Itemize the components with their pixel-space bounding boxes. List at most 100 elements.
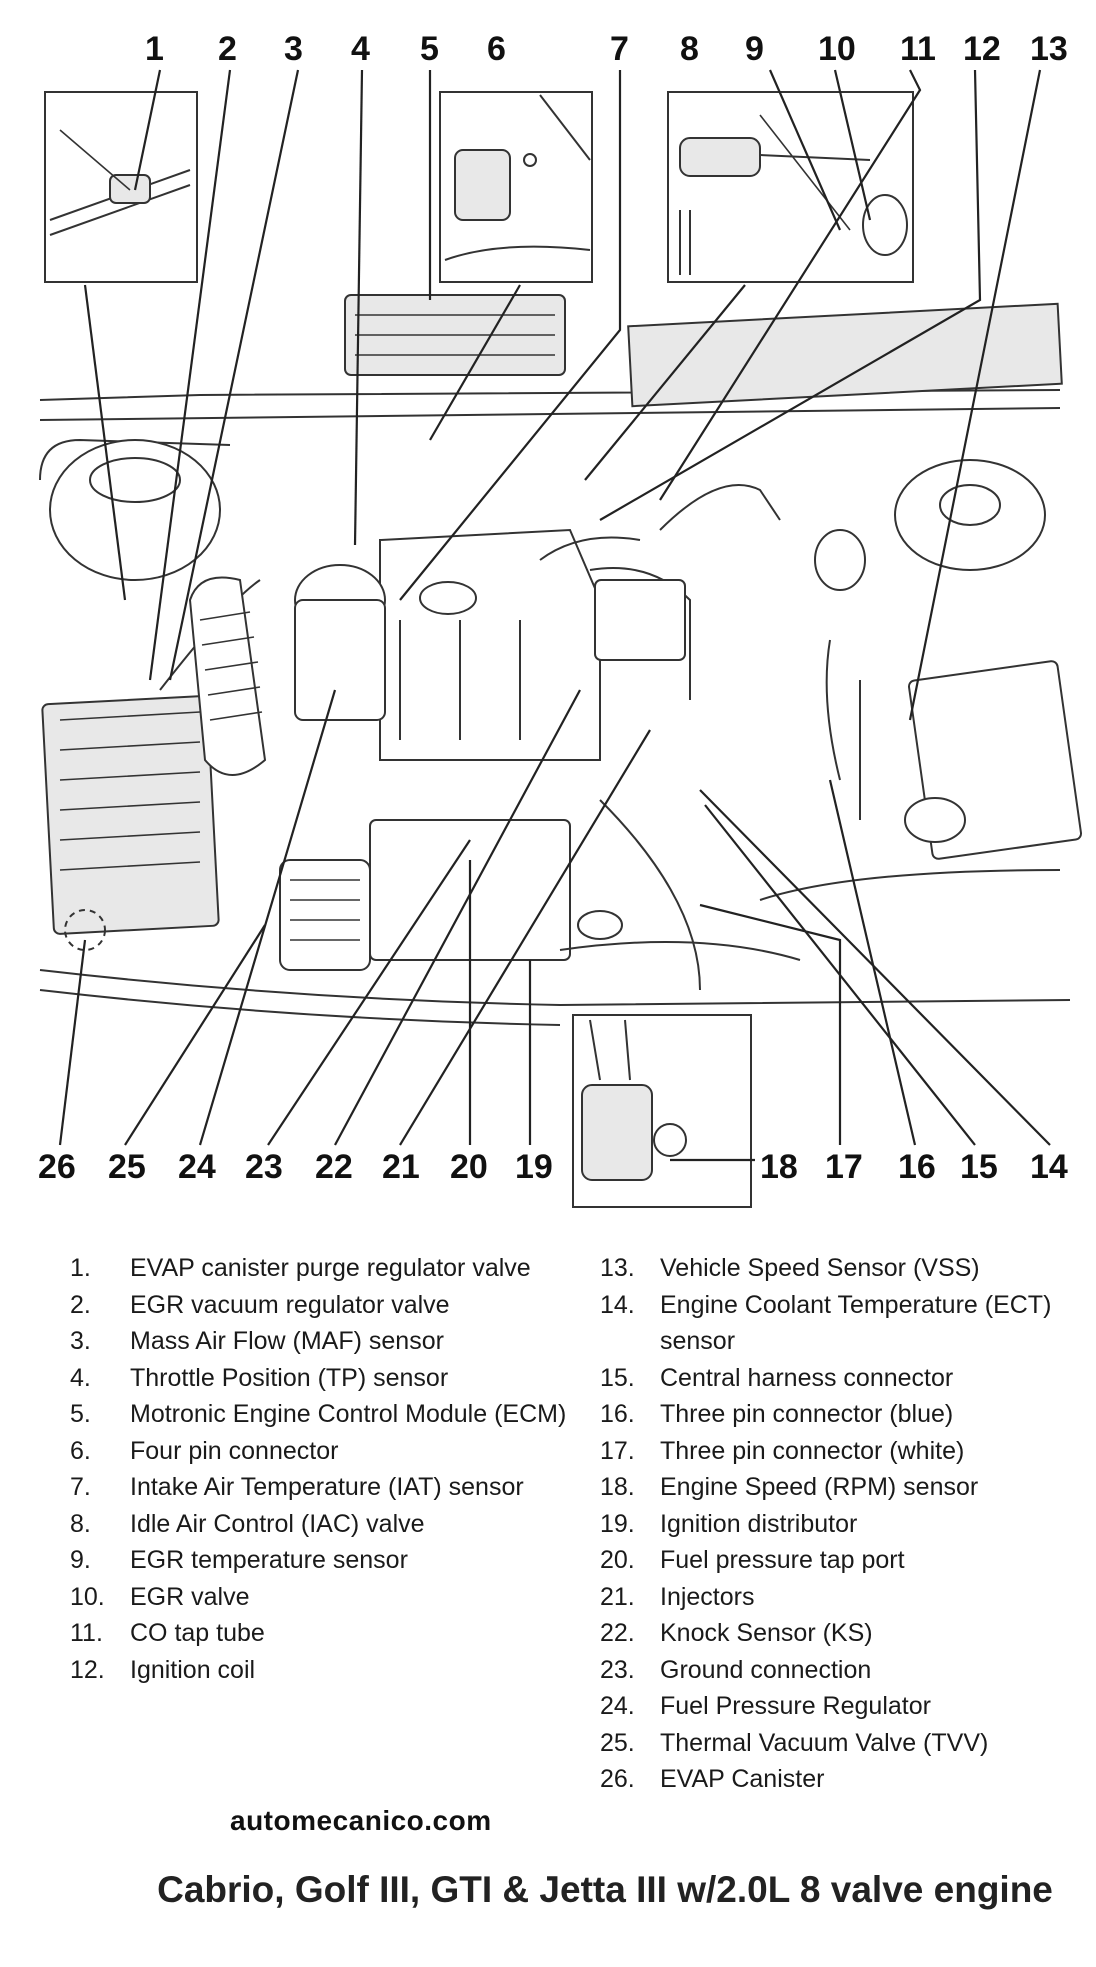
legend-item: 1. EVAP canister purge regulator valve — [70, 1250, 570, 1287]
engine-compartment-diagram: 1 2 3 4 5 6 7 8 9 10 11 12 13 26 25 24 2… — [38, 30, 1083, 1208]
legend-item: 26. EVAP Canister — [600, 1761, 1070, 1798]
legend-item: 18. Engine Speed (RPM) sensor — [600, 1469, 1070, 1506]
legend-item-text: Ignition distributor — [660, 1509, 858, 1538]
legend-item: 9.EGR temperature sensor — [70, 1542, 570, 1579]
diagram-caption: Cabrio, Golf III, GTI & Jetta III w/2.0L… — [157, 1869, 1053, 1910]
legend-item-text: Three pin connector (blue) — [660, 1400, 954, 1428]
legend-left-column: 1. EVAP canister purge regulator valve 2. E… — [70, 1250, 570, 1688]
inset-rpm-sensor — [572, 1014, 752, 1208]
callout-13: 13 — [1030, 30, 1068, 68]
callout-2: 2 — [218, 30, 237, 68]
legend-item-text: Throttle Position (TP) sensor — [130, 1363, 449, 1392]
legend-item-text: Vehicle Speed Sensor (VSS) — [660, 1254, 980, 1282]
inset-iac-egr — [667, 91, 914, 283]
legend-item: 4. Throttle Position (TP) sensor — [70, 1360, 570, 1397]
callout-25: 25 — [108, 1148, 146, 1186]
legend-item-text: Ground connection — [660, 1655, 872, 1684]
legend-item: 5.Motronic Engine Control Module (ECM) — [70, 1396, 570, 1433]
legend-item-number: 16. — [600, 1400, 635, 1428]
legend-item: 2. EGR vacuum regulator valve — [70, 1287, 570, 1324]
callout-22: 22 — [315, 1148, 353, 1186]
legend-item-text: EGR valve — [130, 1582, 250, 1611]
callout-20: 20 — [450, 1148, 488, 1186]
legend-item: 19. Ignition distributor — [600, 1506, 1070, 1543]
legend-item-number: 26. — [600, 1765, 635, 1793]
legend-item: 7.Intake Air Temperature (IAT) sensor — [70, 1469, 570, 1506]
legend-item-text: Engine Coolant Temperature (ECT) sensor — [660, 1290, 1052, 1356]
legend-item-number: 20. — [600, 1546, 635, 1574]
legend-item-number: 25. — [600, 1728, 635, 1757]
legend-item-text: Engine Speed (RPM) sensor — [660, 1473, 979, 1501]
legend-item-number: 13. — [600, 1254, 635, 1282]
callout-16: 16 — [898, 1148, 936, 1186]
legend-item-number: 11. — [70, 1619, 103, 1647]
callout-24: 24 — [178, 1148, 216, 1186]
legend-item-number: 8. — [70, 1509, 91, 1538]
legend-item-number: 18. — [600, 1473, 635, 1501]
legend-item-number: 17. — [600, 1436, 635, 1465]
legend-item: 25.Thermal Vacuum Valve (TVV) — [600, 1725, 1070, 1762]
legend-item-number: 5. — [70, 1400, 91, 1428]
callout-12: 12 — [963, 30, 1001, 68]
legend-item-text: CO tap tube — [130, 1619, 265, 1647]
leader-lines — [58, 69, 1051, 1162]
callout-14: 14 — [1030, 1148, 1068, 1186]
inset-four-pin-connector — [439, 91, 593, 283]
legend-item: 21.Injectors — [600, 1579, 1070, 1616]
legend-item-number: 24. — [600, 1692, 635, 1720]
legend-item-text: EVAP Canister — [660, 1765, 825, 1793]
legend-item-text: Central harness connector — [660, 1363, 954, 1392]
callout-9: 9 — [745, 30, 764, 68]
callout-15: 15 — [960, 1148, 998, 1186]
legend-item-number: 14. — [600, 1290, 635, 1319]
callout-7: 7 — [610, 30, 629, 68]
callout-21: 21 — [382, 1148, 420, 1186]
legend-item: 11. CO tap tube — [70, 1615, 570, 1652]
callout-17: 17 — [825, 1148, 863, 1186]
legend-item-number: 6. — [70, 1436, 91, 1465]
legend-item-number: 23. — [600, 1655, 635, 1684]
callout-11: 11 — [900, 30, 936, 68]
legend-item: 15. Central harness connector — [600, 1360, 1070, 1397]
legend-item-text: EGR vacuum regulator valve — [130, 1290, 450, 1319]
legend-item-text: Fuel Pressure Regulator — [660, 1692, 931, 1720]
legend-item-number: 22. — [600, 1619, 635, 1647]
legend-item: 12. Ignition coil — [70, 1652, 570, 1689]
legend-item: 10. EGR valve — [70, 1579, 570, 1616]
engine-bay-illustration — [39, 294, 1083, 1026]
legend-item-text: Fuel pressure tap port — [660, 1546, 905, 1574]
legend-item-number: 1. — [70, 1254, 91, 1282]
legend-item-number: 12. — [70, 1655, 105, 1684]
legend-item: 6. Four pin connector — [70, 1433, 570, 1470]
callout-26: 26 — [38, 1148, 76, 1186]
legend-item-text: EVAP canister purge regulator valve — [130, 1254, 531, 1282]
legend-item: 14. Engine Coolant Temperature (ECT) sens… — [600, 1287, 1070, 1360]
callout-19: 19 — [515, 1148, 553, 1186]
legend-item: 20. Fuel pressure tap port — [600, 1542, 1070, 1579]
legend-item-text: Knock Sensor (KS) — [660, 1619, 873, 1647]
legend-item-number: 10. — [70, 1582, 105, 1611]
callout-3: 3 — [284, 30, 303, 68]
callout-8: 8 — [680, 30, 699, 68]
legend-item: 17.Three pin connector (white) — [600, 1433, 1070, 1470]
legend-item: 13. Vehicle Speed Sensor (VSS) — [600, 1250, 1070, 1287]
legend-item: 23. Ground connection — [600, 1652, 1070, 1689]
legend-item-number: 3. — [70, 1327, 91, 1355]
website-label: automecanico.com — [230, 1805, 492, 1836]
callout-23: 23 — [245, 1148, 283, 1186]
legend-item-number: 4. — [70, 1363, 91, 1392]
legend-item-text: Four pin connector — [130, 1436, 339, 1465]
legend-item: 22. Knock Sensor (KS) — [600, 1615, 1070, 1652]
legend-item-text: Ignition coil — [130, 1655, 256, 1684]
legend-item-number: 15. — [600, 1363, 635, 1392]
legend-item-text: Intake Air Temperature (IAT) sensor — [130, 1473, 524, 1501]
legend-item-number: 19. — [600, 1509, 635, 1538]
callout-4: 4 — [351, 30, 370, 68]
legend-right-column: 13. Vehicle Speed Sensor (VSS) 14. Engine C… — [600, 1250, 1070, 1798]
legend-item-text: Idle Air Control (IAC) valve — [130, 1509, 425, 1538]
legend-item-text: EGR temperature sensor — [130, 1546, 408, 1574]
legend-item-number: 21. — [600, 1582, 635, 1611]
callout-5: 5 — [420, 30, 439, 68]
legend-item-number: 2. — [70, 1290, 91, 1319]
legend-item-text: Mass Air Flow (MAF) sensor — [130, 1327, 444, 1355]
